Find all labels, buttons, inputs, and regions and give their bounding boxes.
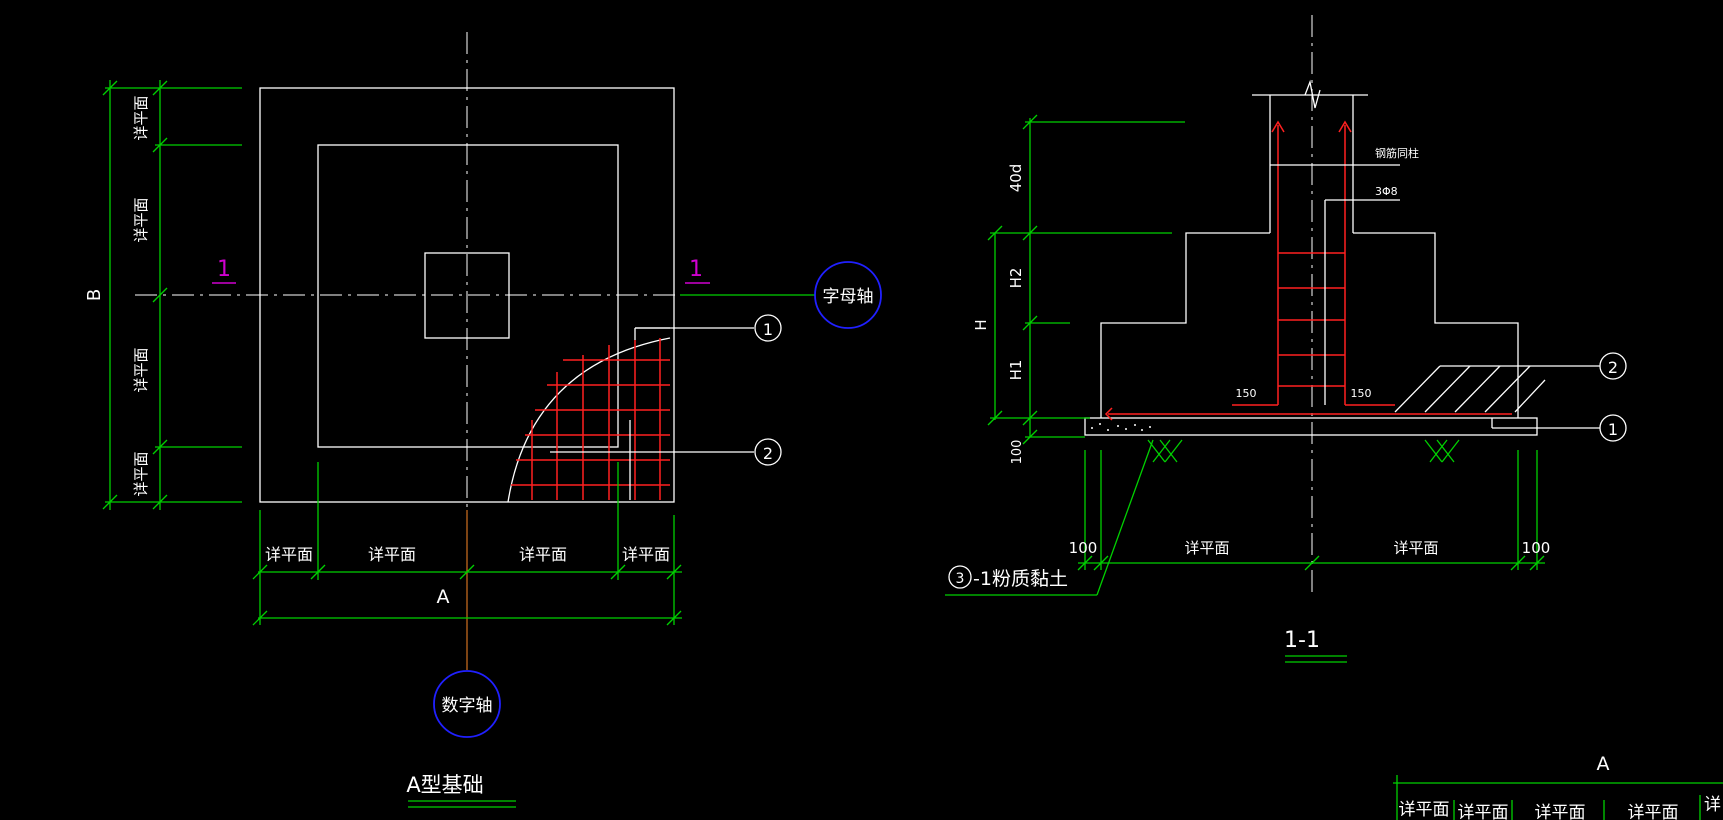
section-callout-1-circle [1599,414,1627,442]
rebar-cutaway [507,327,671,503]
soil-hatch-left [1147,439,1183,463]
section-left-dimensions: 40d H2 H H1 100 [972,114,1185,465]
footing-step-outline [317,144,619,448]
bottom-dimension-chain: 详平面 详平面 详平面 详平面 A [252,462,682,626]
section-bottom-dim-4: 100 [1522,539,1551,557]
partial-dimension-table: A 详平面 详平面 详平面 详平面 详 [1393,753,1723,820]
left-dim-1: 详平面 [132,95,150,140]
soil-label-text: -1粉质黏土 [973,568,1068,590]
number-axis-label: 数字轴 [442,696,493,716]
dim-a-label: A [437,586,450,608]
partial-table-cell-3: 详平面 [1535,803,1586,820]
section-bottom-dim-3: 详平面 [1393,539,1438,557]
section-rebar [1104,120,1512,421]
dim-b-label: B [84,289,105,301]
soil-hatch-right [1424,439,1460,463]
foundation-plan-view: 1 1 字母轴 数字轴 [84,32,882,808]
bottom-dim-2: 详平面 [368,545,416,564]
left-dimension-chain: B 详平面 详平面 详平面 详平面 [84,80,242,510]
cushion-hatch [1091,423,1151,431]
section-mark-right: 1 [689,257,703,282]
callout-2-label: 2 [763,444,773,463]
dim-40d: 40d [1007,164,1025,193]
hook-right-label: 150 [1351,387,1372,400]
section-mark-left: 1 [217,257,231,282]
partial-table-cell-2: 详平面 [1458,803,1509,820]
soil-label-circle-num: 3 [956,571,965,587]
section-title: 1-1 [1284,628,1320,653]
section-bottom-dimensions: 100 详平面 详平面 100 [1069,450,1551,571]
callout-1-circle [754,314,782,342]
callout-1-label: 1 [763,320,773,339]
callout-2-circle [754,438,782,466]
section-callout-2-label: 2 [1608,358,1618,377]
note-column-bar: 钢筋同柱 [1375,146,1419,160]
section-callout-1-label: 1 [1608,420,1618,439]
hook-left-label: 150 [1236,387,1257,400]
plan-title: A型基础 [406,773,483,797]
number-axis-bubble [433,670,501,738]
section-view: 钢筋同柱 3Φ8 150 150 2 1 [945,15,1627,663]
section-bottom-dim-2: 详平面 [1184,539,1229,557]
left-dim-2: 详平面 [132,197,150,242]
bottom-dim-4: 详平面 [622,545,670,564]
backfill-hatch [1394,365,1546,413]
dim-h1: H1 [1007,360,1025,381]
partial-table-cell-1: 详平面 [1399,800,1450,820]
bottom-dim-1: 详平面 [265,545,313,564]
partial-table-cell-5: 详 [1704,795,1721,815]
left-dim-4: 详平面 [132,451,150,496]
dim-h: H [972,319,990,330]
column-break-symbol [1304,79,1321,109]
left-dim-3: 详平面 [132,347,150,392]
soil-label-leader [1096,439,1154,596]
partial-table-header: A [1597,753,1610,775]
dim-100-vertical: 100 [1010,440,1025,465]
letter-axis-label: 字母轴 [823,287,874,307]
bottom-dim-3: 详平面 [519,545,567,564]
section-bottom-dim-1: 100 [1069,539,1098,557]
letter-axis-bubble [814,261,882,329]
cutaway-arc [507,337,671,503]
section-callout-2-circle [1599,352,1627,380]
dim-h2: H2 [1007,268,1025,289]
section-footing-outline [1100,232,1519,418]
partial-table-cell-4: 详平面 [1628,803,1679,820]
note-stirrup: 3Φ8 [1375,185,1398,198]
cushion-layer [1084,417,1538,436]
soil-label-circle [948,565,972,589]
